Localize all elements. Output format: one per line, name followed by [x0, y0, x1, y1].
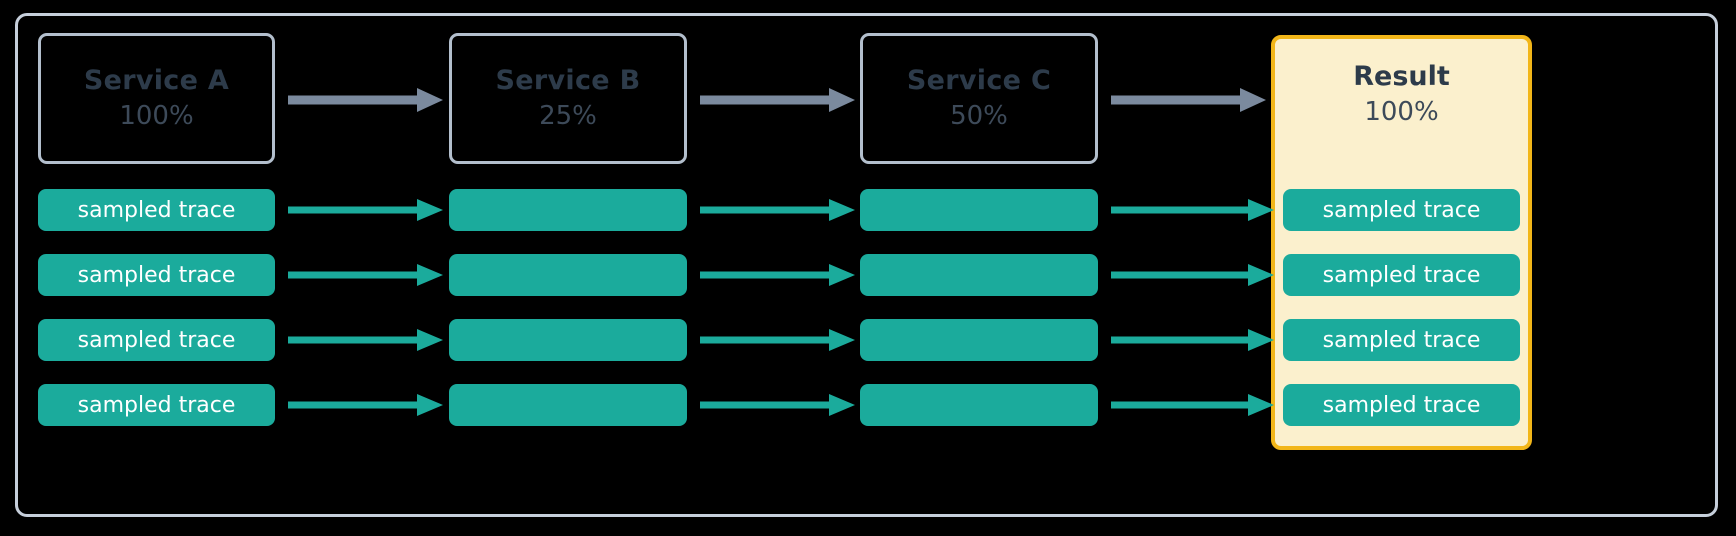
- trace-bar-row3-col4: sampled trace: [1283, 319, 1520, 361]
- stage-percent-result: 100%: [1364, 97, 1439, 128]
- trace-arrow-row3-b-to-c: [700, 329, 855, 351]
- trace-bar-row3-col1: sampled trace: [38, 319, 275, 361]
- trace-arrow-row3-c-to-result: [1111, 329, 1274, 351]
- stage-box-result: Result 100%: [1271, 35, 1532, 450]
- trace-bar-label: sampled trace: [77, 262, 236, 288]
- trace-arrow-row2-b-to-c: [700, 264, 855, 286]
- stage-percent-service-b: 25%: [539, 100, 597, 131]
- trace-bar-label: sampled trace: [77, 392, 236, 418]
- trace-bar-row2-col3: [860, 254, 1098, 296]
- trace-arrow-row4-c-to-result: [1111, 394, 1274, 416]
- trace-bar-row3-col2: [449, 319, 687, 361]
- trace-bar-row2-col4: sampled trace: [1283, 254, 1520, 296]
- trace-arrow-row2-c-to-result: [1111, 264, 1274, 286]
- trace-bar-label: sampled trace: [1322, 262, 1481, 288]
- trace-bar-label: sampled trace: [77, 197, 236, 223]
- trace-bar-row1-col3: [860, 189, 1098, 231]
- header-arrow-c-to-result: [1111, 88, 1266, 112]
- trace-arrow-row2-a-to-b: [288, 264, 443, 286]
- result-header: Result 100%: [1275, 61, 1528, 129]
- trace-arrow-row4-b-to-c: [700, 394, 855, 416]
- trace-bar-row4-col3: [860, 384, 1098, 426]
- stage-name-service-a: Service A: [83, 64, 230, 96]
- stage-name-result: Result: [1353, 61, 1450, 92]
- header-arrow-b-to-c: [700, 88, 855, 112]
- stage-box-service-c: Service C 50%: [860, 33, 1098, 164]
- trace-bar-row1-col4: sampled trace: [1283, 189, 1520, 231]
- trace-bar-label: sampled trace: [1322, 197, 1481, 223]
- trace-arrow-row3-a-to-b: [288, 329, 443, 351]
- trace-bar-row1-col2: [449, 189, 687, 231]
- trace-bar-row1-col1: sampled trace: [38, 189, 275, 231]
- diagram-outer-frame: [15, 13, 1718, 517]
- trace-bar-row4-col2: [449, 384, 687, 426]
- trace-arrow-row1-c-to-result: [1111, 199, 1274, 221]
- header-arrow-a-to-b: [288, 88, 443, 112]
- stage-box-service-a: Service A 100%: [38, 33, 275, 164]
- stage-percent-service-c: 50%: [950, 100, 1008, 131]
- trace-bar-label: sampled trace: [77, 327, 236, 353]
- trace-bar-row3-col3: [860, 319, 1098, 361]
- trace-bar-label: sampled trace: [1322, 392, 1481, 418]
- trace-bar-row2-col1: sampled trace: [38, 254, 275, 296]
- trace-arrow-row1-a-to-b: [288, 199, 443, 221]
- trace-arrow-row4-a-to-b: [288, 394, 443, 416]
- stage-name-service-c: Service C: [906, 64, 1052, 96]
- trace-bar-row2-col2: [449, 254, 687, 296]
- trace-bar-row4-col4: sampled trace: [1283, 384, 1520, 426]
- stage-percent-service-a: 100%: [119, 100, 194, 131]
- trace-bar-row4-col1: sampled trace: [38, 384, 275, 426]
- stage-box-service-b: Service B 25%: [449, 33, 687, 164]
- stage-name-service-b: Service B: [495, 64, 641, 96]
- trace-arrow-row1-b-to-c: [700, 199, 855, 221]
- trace-bar-label: sampled trace: [1322, 327, 1481, 353]
